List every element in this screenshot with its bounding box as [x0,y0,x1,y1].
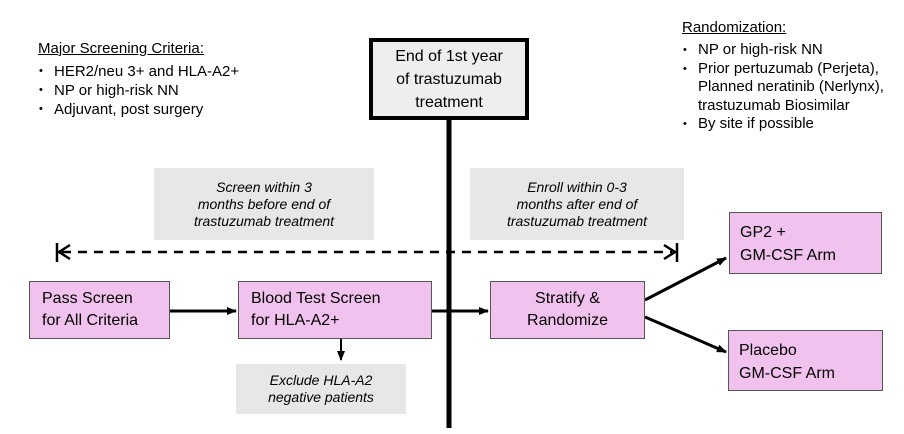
screening-criteria-list: HER2/neu 3+ and HLA-A2+ NP or high-risk … [36,62,239,119]
end-of-first-year-box: End of 1st year of trastuzumab treatment [369,38,529,120]
exclude-note: Exclude HLA-A2 negative patients [236,364,406,414]
box-line: Randomize [527,312,608,329]
box-line: for HLA-A2+ [251,312,340,329]
note-line: trastuzumab treatment [506,212,648,229]
randomization-item-line: Prior pertuzumab (Perjeta), [698,59,879,77]
blood-test-screen-box: Blood Test Screen for HLA-A2+ [238,281,432,339]
box-line: Blood Test Screen [251,290,381,307]
placebo-arm-box: Placebo GM-CSF Arm [728,330,883,391]
randomization-item: By site if possible [680,115,884,134]
randomization-item: Prior pertuzumab (Perjeta), Planned nera… [680,60,884,116]
note-line: negative patients [268,389,374,405]
randomization-item-line: Planned neratinib (Nerlynx), [698,78,884,95]
center-box-line: of trastuzumab [396,70,502,88]
criteria-item: NP or high-risk NN [36,81,239,100]
screen-window-note: Screen within 3 months before end of tra… [154,168,374,240]
box-line: Stratify & [535,290,600,307]
arrow-stratify-to-gp2 [644,256,727,302]
box-line: Pass Screen [42,290,133,307]
randomization-item: NP or high-risk NN [680,41,884,60]
note-line: Exclude HLA-A2 [269,372,373,388]
arrow-stratify-to-placebo [644,315,727,354]
note-line: Screen within 3 [216,178,312,195]
timeline-left-arrowhead [56,243,71,261]
stratify-randomize-box: Stratify & Randomize [490,281,645,339]
gp2-arm-box: GP2 + GM-CSF Arm [729,212,882,274]
randomization-list: NP or high-risk NN Prior pertuzumab (Per… [680,41,884,134]
note-line: months after end of [516,195,638,212]
box-line: GM-CSF Arm [740,247,836,264]
center-box-line: treatment [415,93,483,111]
center-box-line: End of 1st year [395,47,503,65]
criteria-item: HER2/neu 3+ and HLA-A2+ [36,62,239,81]
box-line: for All Criteria [42,312,139,329]
note-line: months before end of [197,195,331,212]
note-line: trastuzumab treatment [193,212,335,229]
note-line: Enroll within 0-3 [527,178,627,195]
criteria-item: Adjuvant, post surgery [36,100,239,119]
pass-screen-box: Pass Screen for All Criteria [29,281,170,339]
timeline-right-arrowhead [663,243,678,261]
box-line: Placebo [739,342,797,359]
enroll-window-note: Enroll within 0-3 months after end of tr… [470,168,684,240]
box-line: GM-CSF Arm [739,365,835,382]
screening-criteria-title: Major Screening Criteria: [38,40,204,57]
randomization-title: Randomization: [682,19,787,36]
box-line: GP2 + [740,224,786,241]
randomization-item-line: trastuzumab Biosimilar [698,96,850,114]
